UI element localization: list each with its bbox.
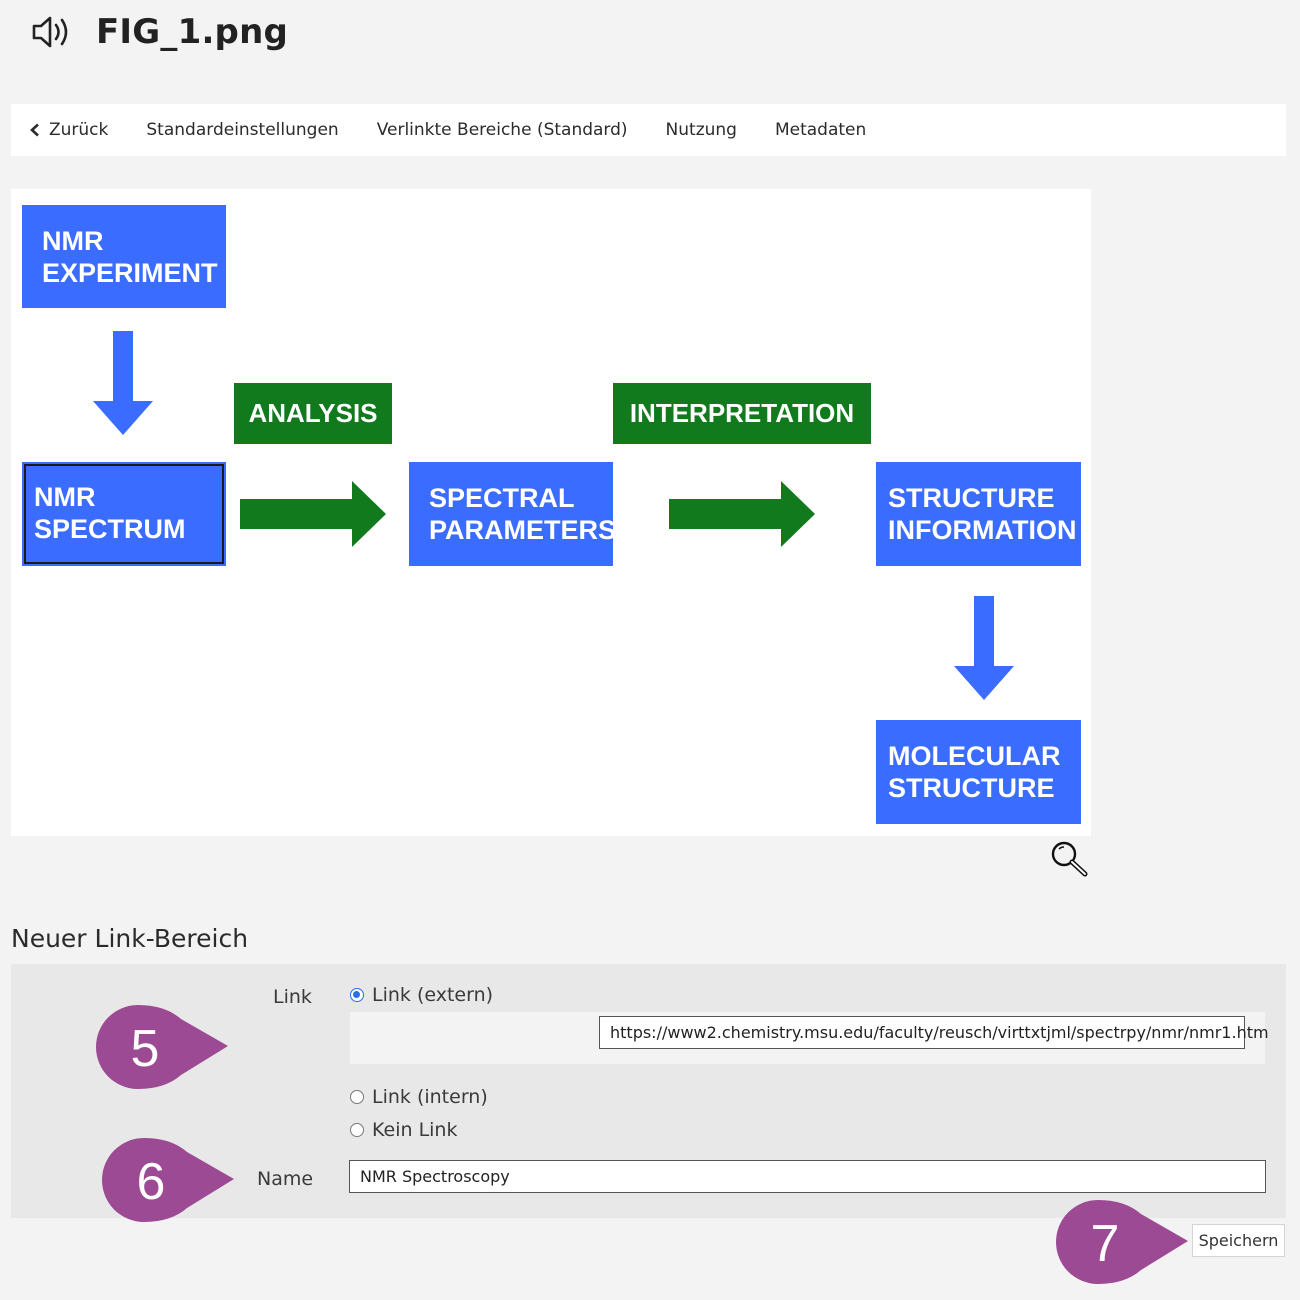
url-subpanel: https://www2.chemistry.msu.edu/faculty/r… [350,1012,1269,1064]
radio-kein-link[interactable]: Kein Link [350,1119,457,1141]
arrow-down-1 [93,331,153,435]
title-bar: FIG_1.png [30,8,288,56]
tab-standardeinstellungen[interactable]: Standardeinstellungen [146,120,339,140]
box-molecular-structure: MOLECULAR STRUCTURE [876,720,1081,824]
label-interpretation: INTERPRETATION [613,383,871,444]
radio-button-checked[interactable] [350,988,364,1002]
callout-badge-6: 6 [102,1138,234,1222]
save-button[interactable]: Speichern [1192,1224,1285,1257]
tab-nutzung[interactable]: Nutzung [665,120,737,140]
box-structure-information: STRUCTURE INFORMATION [876,462,1081,566]
radio-kein-link-label: Kein Link [372,1119,458,1141]
name-input[interactable]: NMR Spectroscopy [349,1160,1266,1193]
url-input[interactable]: https://www2.chemistry.msu.edu/faculty/r… [599,1016,1269,1049]
callout-number-6: 6 [137,1153,166,1211]
arrow-right-2 [669,481,815,547]
callout-badge-5: 5 [96,1005,228,1089]
callout-badge-7: 7 [1056,1200,1188,1284]
arrow-down-2 [954,596,1014,700]
section-title: Neuer Link-Bereich [11,924,249,953]
radio-link-extern-label: Link (extern) [372,984,494,1006]
radio-button[interactable] [350,1090,364,1104]
back-tab[interactable]: Zurück [11,120,127,140]
tab-verlinkte-bereiche[interactable]: Verlinkte Bereiche (Standard) [376,120,628,140]
radio-button[interactable] [350,1123,364,1137]
link-label: Link [273,986,312,1008]
tab-bar: Zurück Standardeinstellungen Verlinkte B… [11,104,1286,156]
callout-number-5: 5 [131,1020,160,1078]
back-tab-label: Zurück [49,120,109,140]
callout-number-7: 7 [1091,1215,1120,1273]
radio-link-extern[interactable]: Link (extern) [350,984,493,1006]
radio-link-intern[interactable]: Link (intern) [350,1086,488,1108]
box-nmr-experiment: NMR EXPERIMENT [22,205,226,308]
magnifier-icon[interactable] [1050,840,1088,878]
box-spectral-parameters: SPECTRAL PARAMETERS [409,462,616,566]
box-nmr-spectrum[interactable]: NMR SPECTRUM [22,462,226,566]
chevron-left-icon [30,123,39,137]
arrow-right-1 [240,481,386,547]
speaker-icon[interactable] [30,12,74,52]
tab-metadaten[interactable]: Metadaten [774,120,867,140]
name-label: Name [257,1168,314,1190]
image-canvas[interactable]: NMR EXPERIMENT ANALYSIS INTERPRETATION N… [11,189,1091,836]
page-title: FIG_1.png [96,12,289,52]
radio-link-intern-label: Link (intern) [372,1086,488,1108]
label-analysis: ANALYSIS [234,383,392,444]
